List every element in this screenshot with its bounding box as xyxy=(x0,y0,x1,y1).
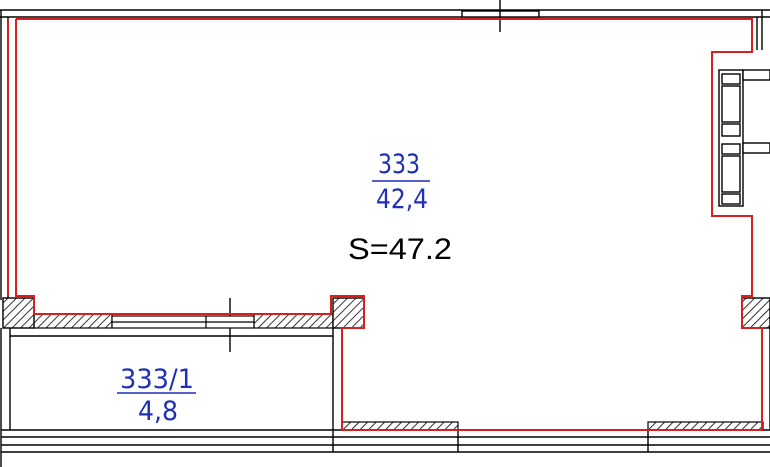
main-room-area: 42,4 xyxy=(376,184,428,215)
wall-lines xyxy=(0,9,770,467)
main-room-label: 333 42,4 xyxy=(372,149,430,215)
right-shaft xyxy=(718,69,770,207)
balcony-room-number: 333/1 xyxy=(120,364,194,395)
total-area: S=47.2 xyxy=(348,233,452,266)
room-outlines xyxy=(7,18,763,431)
main-room-number: 333 xyxy=(378,149,420,180)
balcony-room-label: 333/1 4,8 xyxy=(117,364,196,427)
main-room-outline xyxy=(15,18,763,431)
balcony-room-area: 4,8 xyxy=(138,396,178,427)
hatched-walls xyxy=(32,313,764,431)
